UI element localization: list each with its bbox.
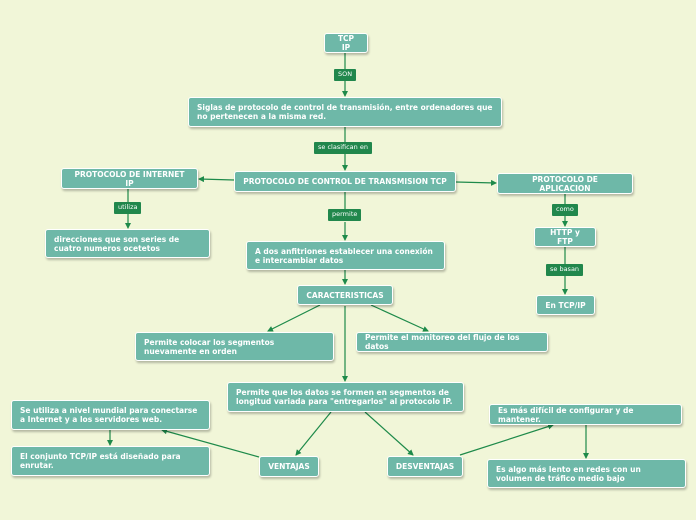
label-son: SON xyxy=(334,69,357,81)
link-tcp-aplicacion xyxy=(455,179,497,186)
link-tcp-internet xyxy=(198,176,235,183)
label-utiliza: utiliza xyxy=(114,202,142,214)
node-siglas[interactable]: Siglas de protocolo de control de transm… xyxy=(188,97,502,127)
node-ventajas[interactable]: VENTAJAS xyxy=(259,456,319,477)
node-dificil[interactable]: Es más difícil de configurar y de manten… xyxy=(489,404,682,425)
label-se-basan: se basan xyxy=(546,264,584,276)
node-nivel-mundial[interactable]: Se utiliza a nivel mundial para conectar… xyxy=(11,400,210,430)
label-permite: permite xyxy=(328,209,362,221)
node-protocolo-aplicacion[interactable]: PROTOCOLO DE APLICACION xyxy=(497,173,633,194)
link-car-monitoreo xyxy=(370,304,429,332)
node-en-tcp-ip[interactable]: En TCP/IP xyxy=(536,295,595,315)
link-desventajas-dificil xyxy=(459,423,554,456)
node-protocolo-internet[interactable]: PROTOCOLO DE INTERNET IP xyxy=(61,168,198,189)
label-como: como xyxy=(552,204,578,216)
node-conjunto[interactable]: El conjunto TCP/IP está diseñado para en… xyxy=(11,446,210,476)
node-tcp-ip[interactable]: TCP IP xyxy=(324,33,368,53)
link-segmentos-desventajas xyxy=(364,411,414,456)
link-segmentos-ventajas xyxy=(295,411,332,456)
link-ventajas-mundial xyxy=(161,428,260,458)
link-car-colocar xyxy=(267,304,321,332)
node-segmentos-longitud[interactable]: Permite que los datos se formen en segme… xyxy=(227,382,464,412)
node-http-ftp[interactable]: HTTP y FTP xyxy=(534,227,596,247)
node-colocar-segmentos[interactable]: Permite colocar los segmentos nuevamente… xyxy=(135,332,334,361)
node-protocolo-control[interactable]: PROTOCOLO DE CONTROL DE TRANSMISION TCP xyxy=(234,171,456,192)
node-anfitriones[interactable]: A dos anfitriones establecer una conexió… xyxy=(246,241,445,270)
node-lento[interactable]: Es algo más lento en redes con un volume… xyxy=(487,459,686,488)
node-desventajas[interactable]: DESVENTAJAS xyxy=(387,456,463,477)
label-se-clasifican: se clasifican en xyxy=(314,142,372,154)
node-caracteristicas[interactable]: CARACTERISTICAS xyxy=(297,285,393,305)
node-monitoreo[interactable]: Permite el monitoreo del flujo de los da… xyxy=(356,332,548,352)
node-direcciones[interactable]: direcciones que son series de cuatro num… xyxy=(45,229,210,258)
